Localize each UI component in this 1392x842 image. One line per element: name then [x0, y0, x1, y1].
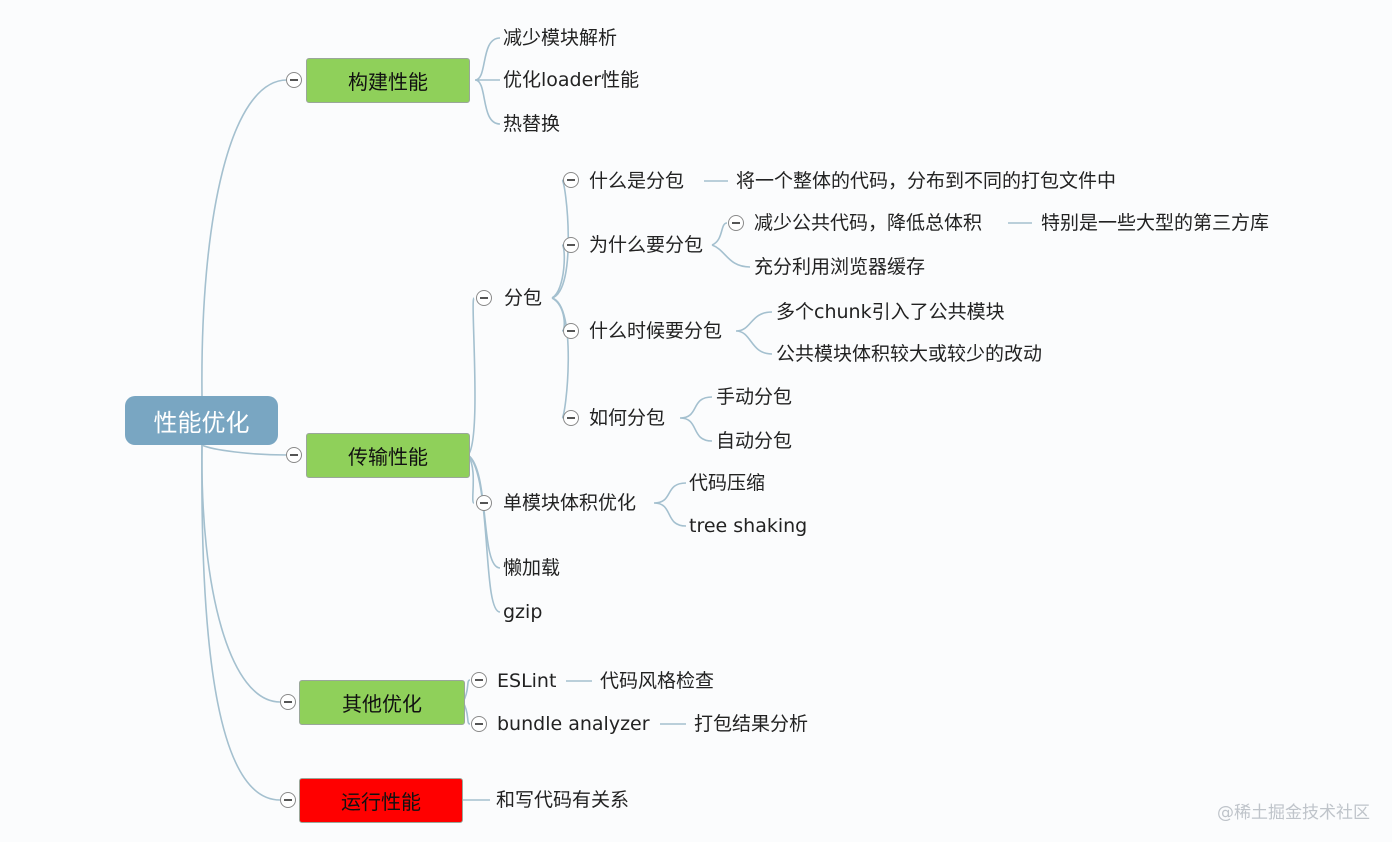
collapse-toggle-what[interactable]	[563, 172, 579, 188]
node-split-why[interactable]: 为什么要分包	[589, 234, 704, 256]
node-lazy[interactable]: 懒加载	[503, 557, 561, 579]
collapse-toggle-reduce[interactable]	[728, 215, 744, 231]
node-split-how[interactable]: 如何分包	[589, 407, 666, 429]
node-transfer[interactable]: 传输性能	[306, 433, 470, 478]
watermark: @稀土掘金技术社区	[1217, 803, 1370, 823]
node-when-item-2[interactable]: 公共模块体积较大或较少的改动	[776, 343, 1043, 365]
link-root-transfer	[201, 444, 288, 456]
node-runtime-item-1[interactable]: 和写代码有关系	[496, 789, 630, 811]
node-how-item-2[interactable]: 自动分包	[716, 430, 793, 452]
collapse-toggle-eslint[interactable]	[471, 672, 487, 688]
link-transfer-split	[467, 297, 476, 456]
collapse-toggle-how[interactable]	[563, 410, 579, 426]
node-split-what-detail[interactable]: 将一个整体的代码，分布到不同的打包文件中	[736, 170, 1117, 192]
node-gzip[interactable]: gzip	[503, 601, 543, 623]
node-eslint[interactable]: ESLint	[497, 670, 557, 692]
link-root-runtime	[201, 444, 281, 801]
collapse-toggle-split[interactable]	[476, 290, 492, 306]
link-transfer-gzip	[467, 454, 501, 613]
node-single-item-2[interactable]: tree shaking	[689, 515, 808, 537]
collapse-toggle-why[interactable]	[563, 237, 579, 253]
link-single-children	[653, 482, 687, 527]
node-build-item-1[interactable]: 减少模块解析	[503, 27, 618, 49]
node-bundle[interactable]: bundle analyzer	[497, 713, 650, 735]
node-split-when[interactable]: 什么时候要分包	[589, 320, 723, 342]
link-root-build	[201, 79, 288, 397]
collapse-toggle-single[interactable]	[476, 495, 492, 511]
link-build-items	[474, 37, 501, 125]
node-how-item-1[interactable]: 手动分包	[716, 386, 793, 408]
node-other[interactable]: 其他优化	[299, 680, 465, 725]
collapse-toggle-build[interactable]	[286, 72, 302, 88]
node-build-item-2[interactable]: 优化loader性能	[503, 69, 640, 91]
root-node[interactable]: 性能优化	[125, 396, 278, 445]
collapse-toggle-bundle[interactable]	[471, 716, 487, 732]
link-when-children	[735, 311, 773, 355]
link-root-other	[201, 444, 281, 703]
node-build-item-3[interactable]: 热替换	[503, 113, 561, 135]
collapse-toggle-other[interactable]	[280, 694, 296, 710]
node-single[interactable]: 单模块体积优化	[503, 492, 637, 514]
node-eslint-detail[interactable]: 代码风格检查	[600, 670, 715, 692]
collapse-toggle-when[interactable]	[563, 323, 579, 339]
node-build[interactable]: 构建性能	[306, 58, 470, 103]
collapse-toggle-runtime[interactable]	[280, 792, 296, 808]
node-when-item-1[interactable]: 多个chunk引入了公共模块	[776, 301, 1005, 323]
node-runtime[interactable]: 运行性能	[299, 778, 463, 823]
node-why-reduce-detail[interactable]: 特别是一些大型的第三方库	[1041, 212, 1270, 234]
node-single-item-1[interactable]: 代码压缩	[689, 472, 766, 494]
link-how-children	[679, 396, 713, 442]
node-split[interactable]: 分包	[504, 287, 543, 309]
collapse-toggle-transfer[interactable]	[286, 447, 302, 463]
node-bundle-detail[interactable]: 打包结果分析	[694, 713, 809, 735]
link-split-children	[551, 179, 570, 419]
node-why-cache[interactable]: 充分利用浏览器缓存	[754, 256, 926, 278]
node-why-reduce[interactable]: 减少公共代码，降低总体积	[754, 212, 983, 234]
link-why-children	[711, 222, 751, 268]
node-split-what[interactable]: 什么是分包	[589, 170, 685, 192]
